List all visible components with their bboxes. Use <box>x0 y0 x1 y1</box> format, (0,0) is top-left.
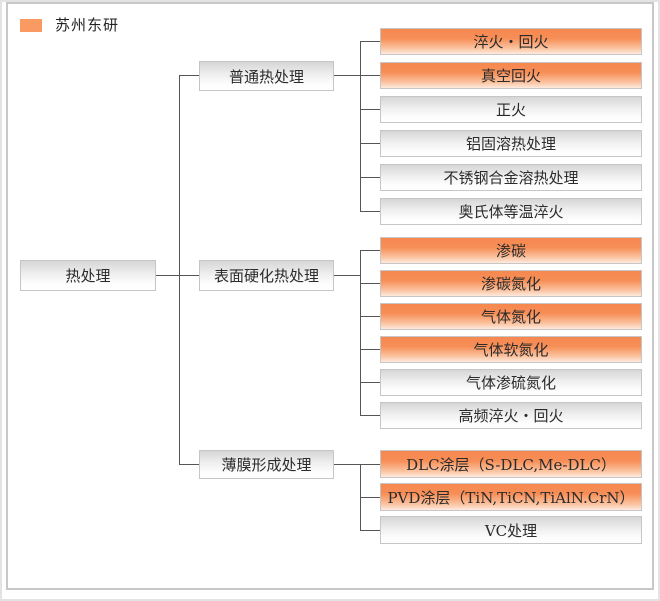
tree-node-leaf: 铝固溶热处理 <box>380 130 642 157</box>
tree-node-branch-ordinary-heat-treatment: 普通热处理 <box>199 61 334 91</box>
tree-node-leaf: DLC涂层（S-DLC,Me-DLC） <box>380 450 642 478</box>
tree-node-branch-surface-hardening: 表面硬化热处理 <box>199 260 334 291</box>
tree-node-leaf: 高频淬火・回火 <box>380 402 642 429</box>
tree-node-leaf: 正火 <box>380 96 642 123</box>
legend-label: 苏州东研 <box>55 16 120 34</box>
legend: 苏州东研 <box>20 14 119 35</box>
tree-node-leaf: 不锈钢合金溶热处理 <box>380 164 642 191</box>
tree-node-leaf: 真空回火 <box>380 62 642 89</box>
tree-node-leaf: PVD涂层（TiN,TiCN,TiAlN.CrN） <box>380 483 642 511</box>
diagram-frame-border <box>6 2 654 590</box>
tree-node-leaf: 淬火・回火 <box>380 28 642 55</box>
tree-node-leaf: 渗碳氮化 <box>380 270 642 297</box>
tree-node-leaf: 气体渗硫氮化 <box>380 369 642 396</box>
tree-node-leaf: VC处理 <box>380 516 642 544</box>
tree-node-leaf: 气体软氮化 <box>380 336 642 363</box>
tree-node-leaf: 渗碳 <box>380 237 642 264</box>
tree-node-leaf: 气体氮化 <box>380 303 642 330</box>
tree-node-branch-thin-film: 薄膜形成处理 <box>199 450 334 479</box>
tree-node-leaf: 奥氏体等温淬火 <box>380 198 642 225</box>
tree-node-root: 热处理 <box>20 260 156 291</box>
legend-color-swatch <box>20 19 42 32</box>
